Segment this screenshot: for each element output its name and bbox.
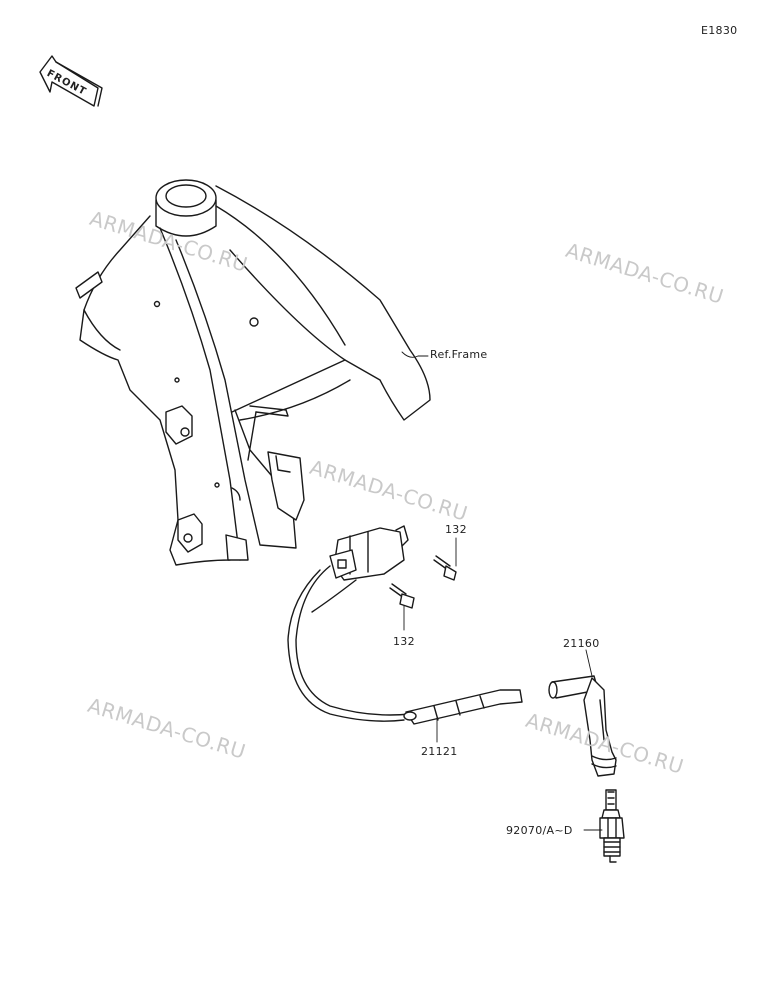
ref-frame-label: Ref.Frame: [430, 348, 488, 361]
part-number-bolt-lower: 132: [393, 635, 415, 648]
front-arrow-icon: [39, 55, 103, 107]
part-number-spark-plug: 92070/A~D: [506, 824, 573, 837]
frame-drawing: [75, 179, 431, 566]
bolt-upper-drawing: [433, 555, 457, 581]
leader-lines: [401, 351, 603, 831]
leader-plug-cap: [585, 649, 593, 677]
bolt-lower-drawing: [389, 583, 415, 609]
spark-plug-drawing: [599, 789, 625, 863]
plug-lead-drawing: [403, 689, 523, 725]
diagram-code: E1830: [701, 24, 738, 37]
part-number-ignition-coil: 21121: [421, 745, 458, 758]
part-number-plug-cap: 21160: [563, 637, 600, 650]
part-number-bolt-upper: 132: [445, 523, 467, 536]
ignition-coil-drawing: [287, 525, 411, 722]
leader-ref-frame: [401, 351, 429, 358]
plug-cap-drawing: [548, 675, 617, 777]
